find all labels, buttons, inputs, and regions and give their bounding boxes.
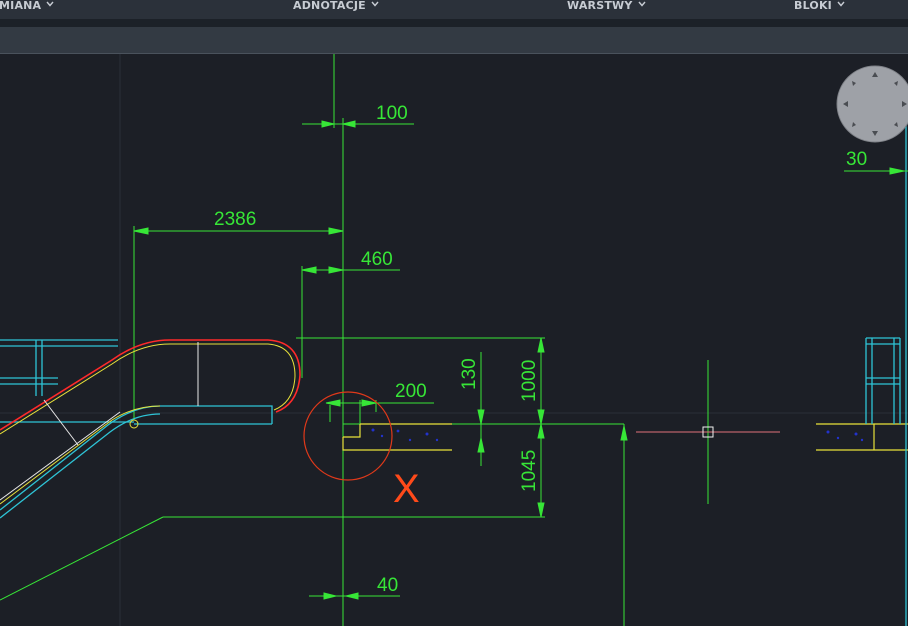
stair-lines-white: [0, 342, 199, 501]
stair-railing-left: [0, 339, 273, 519]
marker-x-label[interactable]: X: [393, 467, 420, 511]
crosshair-cursor-icon: [636, 360, 780, 504]
ribbon-tab-label: ADNOTACJE: [293, 0, 366, 12]
reference-lines: [0, 54, 625, 626]
stair-yellow-lines: [0, 405, 161, 505]
slab-hatch: [371, 428, 864, 442]
ribbon-bar: MIANA ADNOTACJE WARSTWY BLOKI: [0, 0, 908, 19]
drawing-canvas[interactable]: 100 2386 460 200 130 1000 1045 40 30: [0, 54, 908, 626]
ribbon-tab-adnotacje[interactable]: ADNOTACJE: [293, 0, 379, 19]
dimension-label-2386[interactable]: 2386: [214, 209, 256, 230]
handrail-red: [0, 339, 301, 431]
dimension-label-1000[interactable]: 1000: [519, 360, 540, 402]
snap-point-icon: [129, 419, 139, 429]
ribbon-tab-warstwy[interactable]: WARSTWY: [567, 0, 646, 19]
dimension-label-200[interactable]: 200: [395, 381, 427, 402]
handrail-yellow: [0, 343, 296, 435]
dimension-label-460[interactable]: 460: [361, 249, 393, 270]
cad-drawing[interactable]: 100 2386 460 200 130 1000 1045 40 30: [0, 54, 908, 626]
dimension-label-1045[interactable]: 1045: [519, 450, 540, 492]
dimension-label-130[interactable]: 130: [459, 358, 480, 390]
navigation-wheel-icon[interactable]: [836, 65, 908, 143]
chevron-down-icon: [46, 1, 54, 7]
chevron-down-icon: [638, 1, 646, 7]
stair-railing-right: [865, 120, 907, 626]
chevron-down-icon: [371, 1, 379, 7]
ribbon-tab-label: BLOKI: [794, 0, 832, 12]
file-tabs-bar[interactable]: [0, 27, 908, 54]
dimension-lines: [133, 120, 908, 600]
floor-slab: [342, 423, 908, 451]
ribbon-panel-gap: [0, 19, 908, 27]
dimension-label-100[interactable]: 100: [376, 103, 408, 124]
ribbon-tab-label: WARSTWY: [567, 0, 633, 12]
chevron-down-icon: [837, 1, 845, 7]
ribbon-tab-label: MIANA: [0, 0, 42, 12]
detail-circle[interactable]: [303, 391, 393, 481]
ribbon-tab-bloki[interactable]: BLOKI: [794, 0, 845, 19]
ribbon-tab-modyfikacja[interactable]: MIANA: [0, 0, 54, 19]
dimension-label-30[interactable]: 30: [846, 149, 867, 170]
dimension-label-40[interactable]: 40: [377, 575, 398, 596]
